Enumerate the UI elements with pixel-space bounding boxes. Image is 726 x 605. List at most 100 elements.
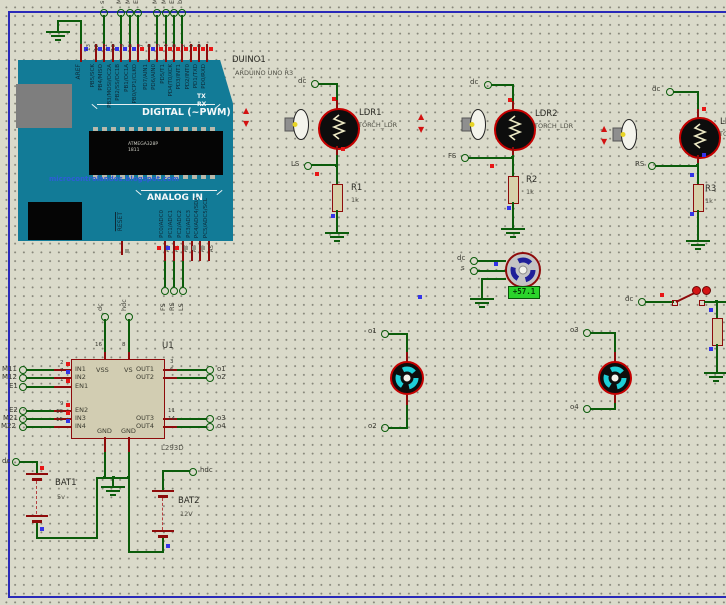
switch-toggle-icon[interactable] <box>702 286 711 295</box>
terminal[interactable] <box>162 9 170 17</box>
terminal[interactable] <box>100 9 108 17</box>
digital-pin-number: 10 <box>111 44 117 51</box>
ground-symbol[interactable] <box>470 298 494 309</box>
analog-pin-stub <box>208 241 210 261</box>
wire <box>388 427 408 429</box>
digital-pin-stub <box>181 44 183 62</box>
battery-bat1[interactable] <box>20 470 54 525</box>
terminal[interactable] <box>381 424 389 432</box>
digital-pin-number: 2 <box>181 44 187 48</box>
terminal[interactable] <box>206 374 214 382</box>
terminal[interactable] <box>134 9 142 17</box>
ldr-pin-stub <box>512 147 514 155</box>
sounder-icon[interactable] <box>612 118 638 152</box>
net-label: E2 <box>168 0 176 4</box>
terminal[interactable] <box>304 162 312 170</box>
pin-indicator <box>66 411 70 415</box>
servo-motor[interactable] <box>505 252 541 288</box>
terminal[interactable] <box>170 9 178 17</box>
light-up-arrow-icon[interactable]: ▲ <box>601 124 608 133</box>
u1-pin-stub <box>54 418 71 420</box>
u1-pin-stub <box>54 386 71 388</box>
ldr-photoresistor[interactable] <box>318 108 360 150</box>
ground-symbol[interactable] <box>101 486 125 497</box>
analog-pin-name: PC5/ADC5/SCL <box>203 197 209 238</box>
terminal[interactable] <box>170 287 178 295</box>
net-label: dc <box>457 254 466 262</box>
resistor-r2[interactable] <box>508 176 519 204</box>
pin-indicator <box>507 206 511 210</box>
light-down-arrow-icon[interactable]: ▼ <box>418 125 425 134</box>
pin-indicator <box>166 246 170 250</box>
ldr-photoresistor[interactable] <box>679 117 721 159</box>
analog-pin-stub <box>182 241 184 261</box>
wire <box>162 470 190 472</box>
wire <box>164 261 166 287</box>
pin-indicator <box>184 47 188 51</box>
light-up-arrow-icon[interactable]: ▲ <box>418 112 425 121</box>
resistor[interactable] <box>712 318 723 346</box>
terminal[interactable] <box>461 154 469 162</box>
wire <box>336 155 338 185</box>
terminal[interactable] <box>648 162 656 170</box>
terminal[interactable] <box>206 366 214 374</box>
terminal[interactable] <box>117 9 125 17</box>
terminal[interactable] <box>189 468 197 476</box>
ldr-photoresistor[interactable] <box>494 109 536 151</box>
pin-indicator <box>166 544 170 548</box>
light-up-arrow-icon[interactable]: ▲ <box>243 106 250 115</box>
sheet-border-bottom <box>8 596 726 598</box>
u1-ref: U1 <box>162 341 174 351</box>
light-down-arrow-icon[interactable]: ▼ <box>243 119 250 128</box>
reset-label: RESET <box>117 212 124 232</box>
usb-connector <box>16 84 72 128</box>
dc-motor[interactable] <box>598 361 632 395</box>
ground-symbol[interactable] <box>325 232 349 243</box>
wire <box>173 15 175 44</box>
dc-motor[interactable] <box>390 361 424 395</box>
net-label: M11 <box>2 365 17 373</box>
pin-indicator <box>40 527 44 531</box>
net-label: dc <box>96 303 104 311</box>
ground-symbol[interactable] <box>686 240 710 251</box>
resistor-value: 1k <box>705 197 713 205</box>
ground-symbol[interactable] <box>501 228 525 239</box>
analog-pin-stub <box>173 241 175 261</box>
analog-pin-stub <box>199 241 201 261</box>
l293d-chip[interactable] <box>71 359 165 439</box>
terminal[interactable] <box>178 9 186 17</box>
chip-legs-bottom <box>93 175 219 179</box>
net-label: FS <box>448 152 457 160</box>
resistor-r1[interactable] <box>332 184 343 212</box>
terminal[interactable] <box>161 287 169 295</box>
terminal[interactable] <box>206 423 214 431</box>
terminal[interactable] <box>179 287 187 295</box>
pin-indicator <box>125 249 129 253</box>
terminal[interactable] <box>126 9 134 17</box>
digital-pin-name: PD2/INT0 <box>185 64 191 90</box>
u1-pin-number: 2 <box>60 360 64 366</box>
ground-symbol[interactable] <box>46 31 70 42</box>
resistor-r3[interactable] <box>693 184 704 212</box>
switch-toggle-icon[interactable] <box>692 286 701 295</box>
net-label: M12 <box>2 373 17 381</box>
wire <box>26 369 54 371</box>
analog-pin-name: PC1/ADC1 <box>168 210 174 238</box>
battery-bat2[interactable] <box>146 488 180 540</box>
wire <box>512 84 514 102</box>
light-down-arrow-icon[interactable]: ▼ <box>601 137 608 146</box>
u1-pin-stub <box>128 437 130 452</box>
pin-indicator <box>690 212 694 216</box>
terminal[interactable] <box>206 415 214 423</box>
resistor-ref: R2 <box>526 175 538 185</box>
terminal[interactable] <box>583 405 591 413</box>
terminal[interactable] <box>153 9 161 17</box>
sounder-icon[interactable] <box>461 108 487 142</box>
wire <box>477 260 506 262</box>
power-jack <box>28 202 82 240</box>
ground-symbol[interactable] <box>704 372 726 383</box>
wire <box>112 479 114 486</box>
pin-indicator <box>690 173 694 177</box>
sounder-icon[interactable] <box>284 108 310 142</box>
